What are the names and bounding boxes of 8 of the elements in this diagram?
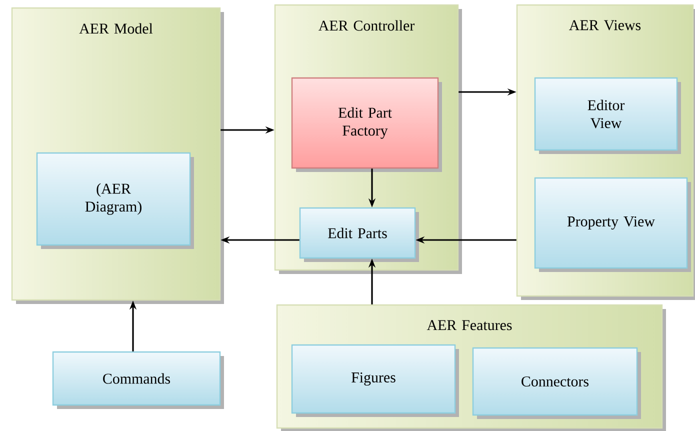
component-box: Property View <box>534 177 691 272</box>
component-box: (AER Diagram) <box>36 152 194 249</box>
component-box: Edit Parts <box>299 207 419 262</box>
component-box: Editor View <box>534 77 681 154</box>
component-box: Commands <box>52 351 224 409</box>
factory-box: Edit Part Factory <box>291 77 442 172</box>
component-box: Figures <box>291 344 459 417</box>
component-box: Connectors <box>472 347 641 419</box>
